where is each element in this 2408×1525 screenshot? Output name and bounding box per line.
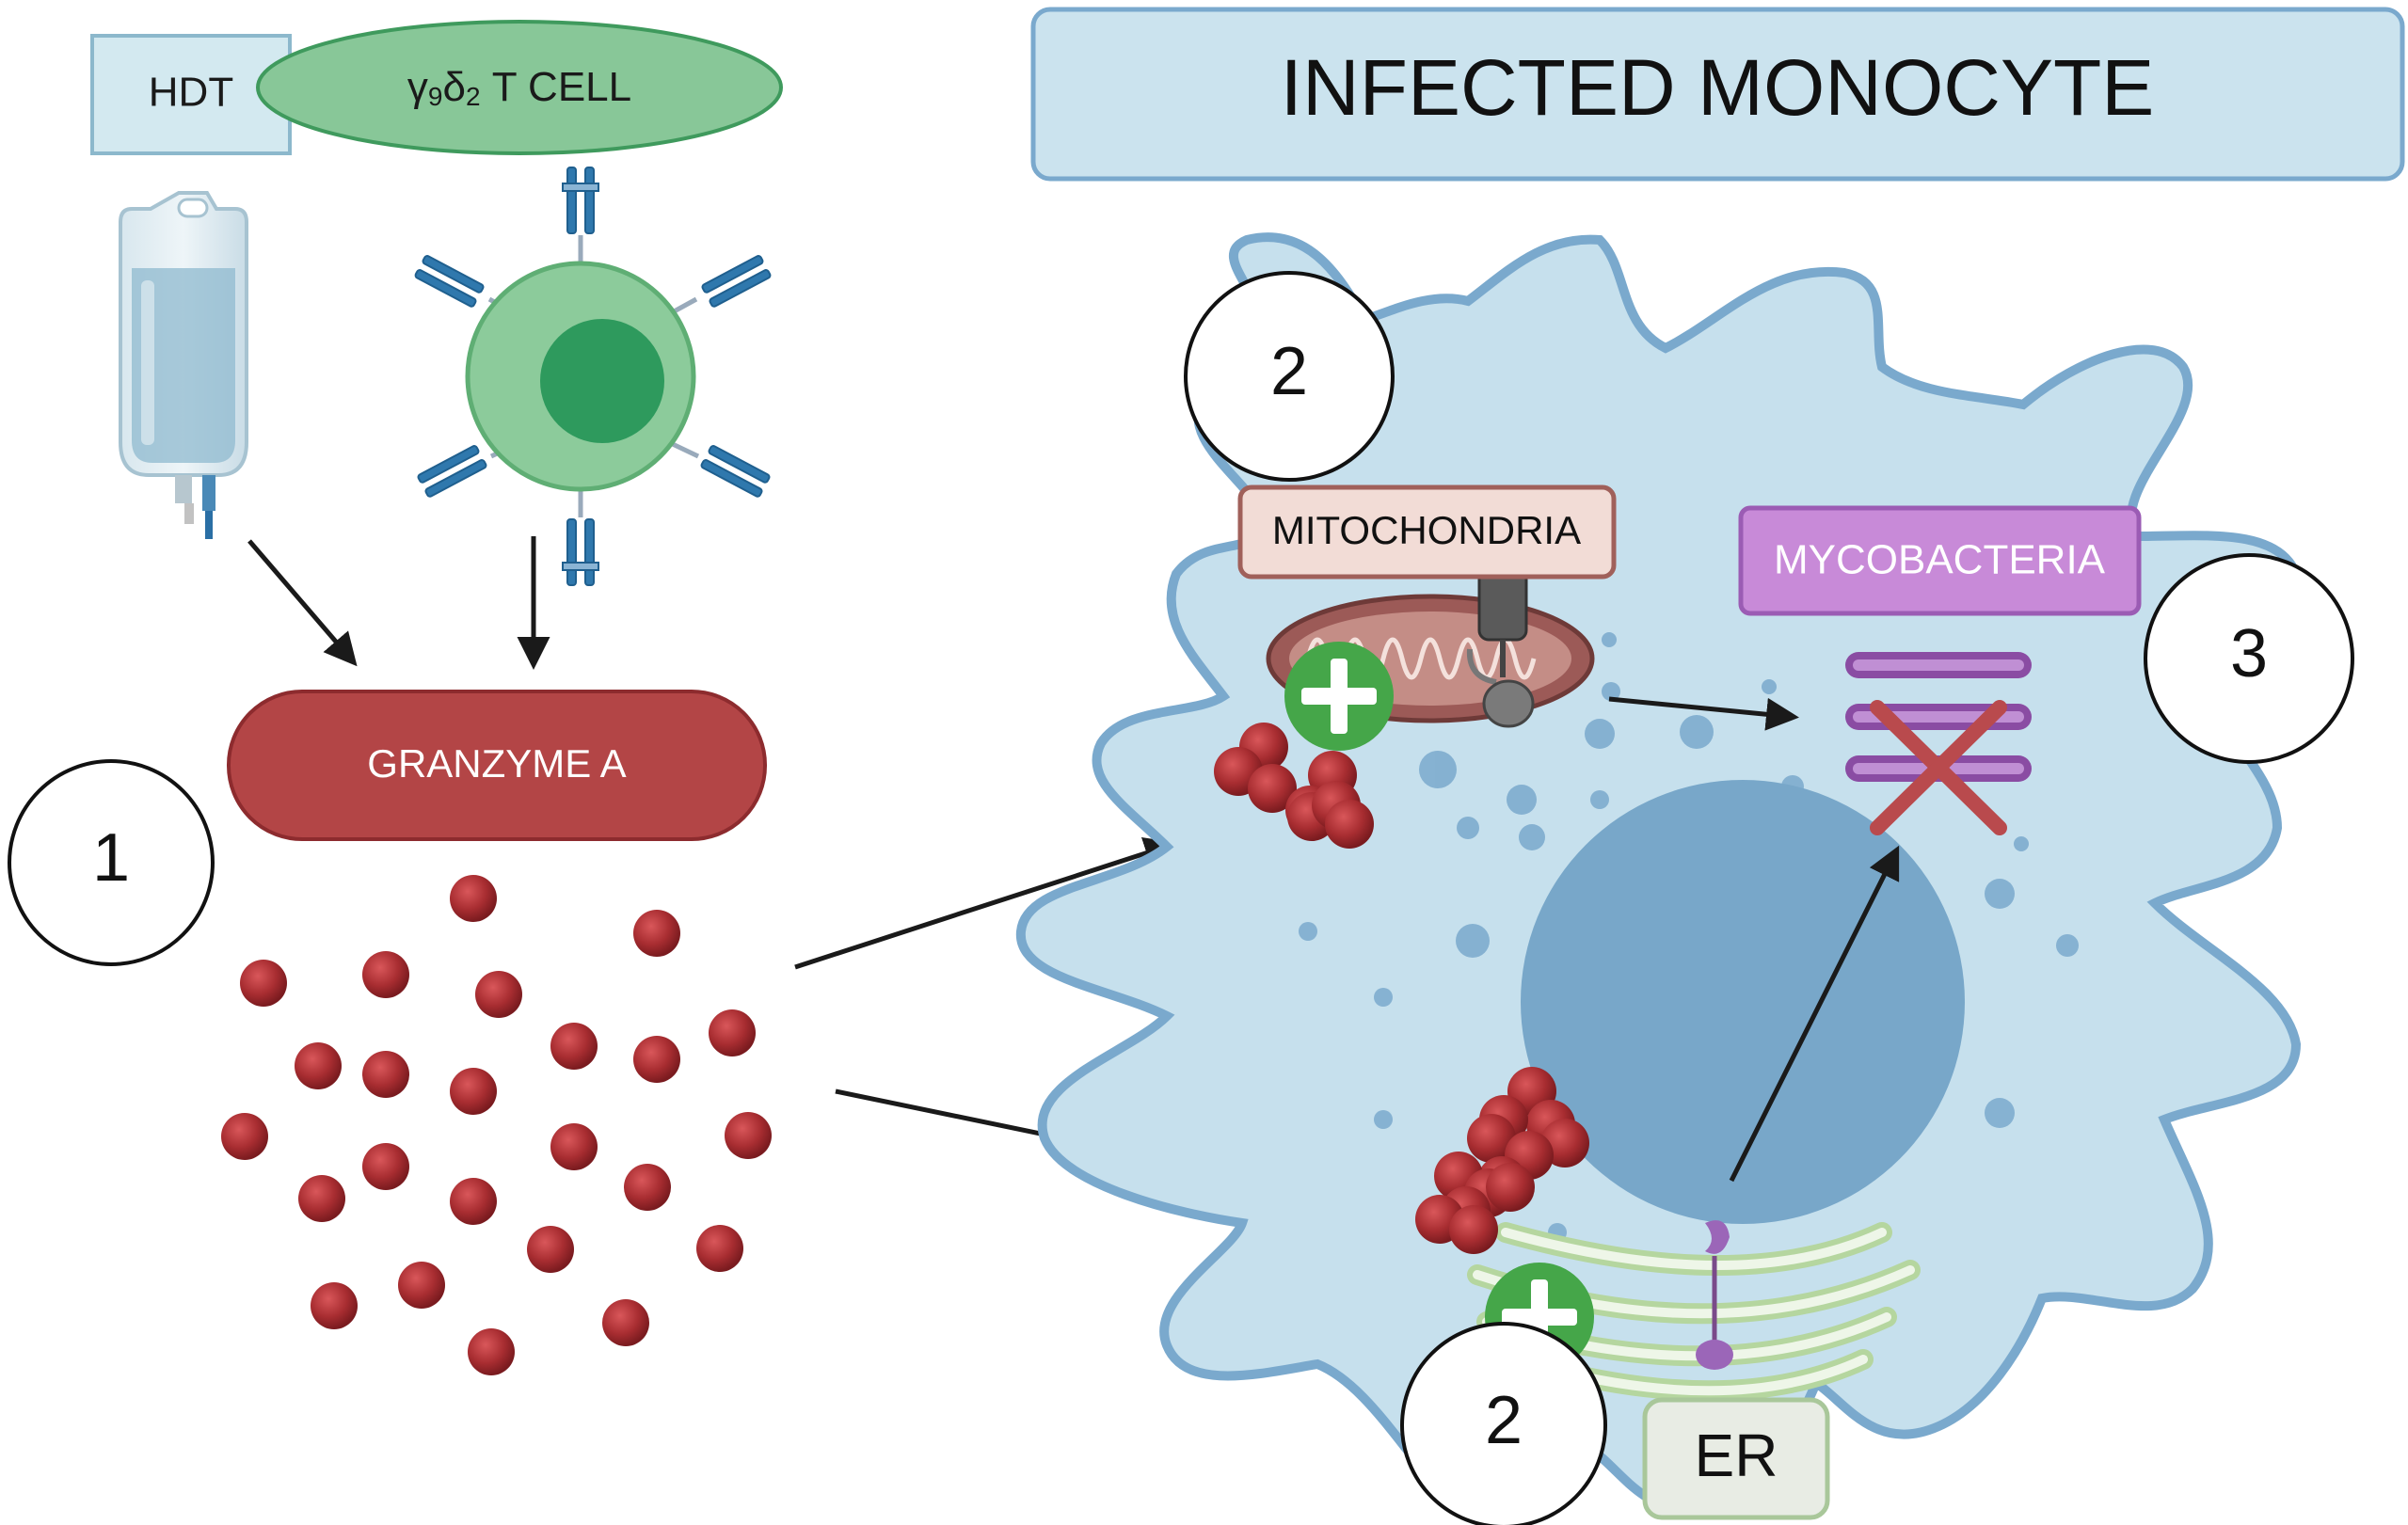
granzyme-cluster-er [1415,1067,1589,1254]
granzyme-particle [624,1164,671,1211]
granzyme-particle [696,1225,743,1272]
infected-monocyte-title: INFECTED MONOCYTE [1281,43,2155,132]
t-cell-icon [414,167,772,586]
granzyme-a-label-text: GRANZYME A [367,741,626,786]
granzyme-particle [725,1112,772,1159]
granzyme-particle [709,1009,756,1056]
atp-synthase-icon [1466,567,1535,728]
granzyme-particle [468,1328,515,1375]
step-3-marker: 3 [2144,553,2354,764]
mycobacteria-label-text: MYCOBACTERIA [1774,537,2106,583]
er-to-mycobacteria-arrow [1729,845,1900,1183]
step-2-bottom-text: 2 [1485,1383,1523,1458]
t-cell-label: γ9δ2 T CELL [256,20,783,155]
granzyme-particle [475,971,522,1018]
kill-cross-icon [1870,700,2007,835]
er-label-text: ER [1695,1422,1778,1489]
granzyme-particles [221,875,772,1375]
step-3-text: 3 [2230,616,2268,691]
granzyme-particle [398,1262,445,1309]
mycobacteria-label: MYCOBACTERIA [1738,505,2142,616]
hdt-to-granzyme-arrow [247,539,358,667]
granzyme-particle [450,1178,497,1225]
er-label: ER [1642,1397,1830,1520]
nucleus [1521,780,1965,1224]
granzyme-particle [633,910,680,957]
granzyme-particle [295,1042,342,1089]
mitochondria-to-mycobacteria-arrow [1608,696,1799,731]
granzyme-particle [311,1282,358,1329]
granzyme-particle [298,1175,345,1222]
step-1-text: 1 [92,820,130,896]
granzyme-particle [362,1051,409,1098]
granzyme-cluster-mitochondria [1214,723,1374,849]
granzyme-particle [527,1226,574,1273]
step-2-top-text: 2 [1270,334,1308,409]
mitochondria-label: MITOCHONDRIA [1237,485,1617,580]
granzyme-to-mitochondria-arrow [794,837,1178,970]
mitochondria-label-text: MITOCHONDRIA [1272,508,1581,552]
granzyme-particle [550,1023,598,1070]
granzyme-particle [362,1143,409,1190]
hdt-label: HDT [90,34,292,155]
t-cell-label-text: γ9δ2 T CELL [407,64,631,112]
granzyme-particle [221,1113,268,1160]
granzyme-particle [633,1036,680,1083]
granzyme-particle [602,1299,649,1346]
granzyme-particle [450,1068,497,1115]
tcr-receptor-icon [562,167,599,586]
granzyme-particle [362,951,409,998]
iv-bag-icon [119,191,248,539]
granzyme-a-label: GRANZYME A [227,690,767,841]
infected-monocyte-header: INFECTED MONOCYTE [1030,7,2405,182]
granzyme-particle [240,960,287,1007]
granzyme-particle [550,1123,598,1170]
er-receptor-icon [1696,1220,1733,1370]
step-1-marker: 1 [8,759,215,966]
hdt-label-text: HDT [149,70,233,116]
granzyme-particle [450,875,497,922]
plus-badge-icon-mitochondria [1284,642,1394,751]
step-2-top-marker: 2 [1184,271,1395,482]
step-2-bottom-marker: 2 [1400,1322,1607,1525]
